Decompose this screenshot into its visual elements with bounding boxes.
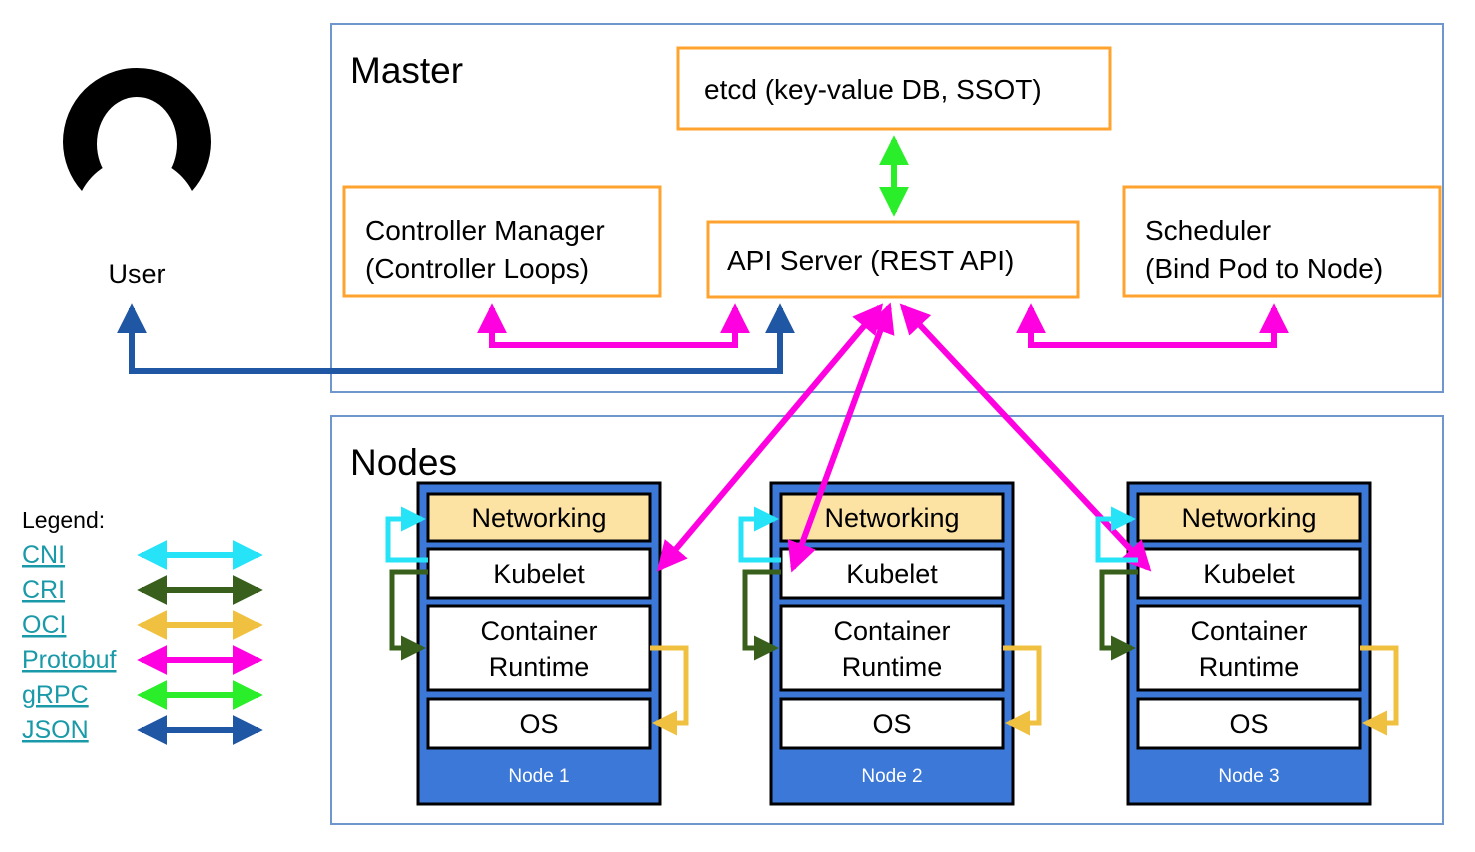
node-3-networking-label: Networking [1181, 503, 1316, 533]
legend-item-cni-label[interactable]: CNI [22, 541, 65, 569]
controller-manager-label-line2: (Controller Loops) [365, 253, 589, 284]
connector-protobuf-apiserver-node-3-kubelet [899, 303, 1152, 572]
scheduler-label-line2: (Bind Pod to Node) [1145, 253, 1383, 284]
controller-manager-box[interactable] [342, 185, 662, 298]
node-2-container-runtime-label-line2: Runtime [842, 652, 943, 682]
connector-oci-node-3 [1360, 645, 1399, 736]
node-3-container-runtime-label-line2: Runtime [1199, 652, 1300, 682]
node-1-kubelet-label: Kubelet [493, 559, 585, 589]
user-avatar-icon [63, 68, 211, 191]
node-3-os-box[interactable] [1136, 697, 1362, 750]
node-3-os-label: OS [1229, 709, 1268, 739]
node-1-container-runtime-label-line2: Runtime [489, 652, 590, 682]
node-3-container-runtime-box[interactable] [1136, 604, 1362, 692]
connector-oci-node-1 [650, 645, 689, 736]
legend-title: Legend: [22, 507, 105, 533]
legend-item-protobuf-label[interactable]: Protobuf [22, 646, 117, 674]
connector-cni-node-3 [1095, 506, 1138, 563]
node-1-container-runtime-label-line1: Container [480, 616, 597, 646]
controller-manager-label-line1: Controller Manager [365, 215, 605, 246]
node-1-name-label: Node 1 [508, 766, 569, 787]
node-1-networking-box[interactable] [426, 492, 652, 543]
legend-item-json-label[interactable]: JSON [22, 716, 89, 744]
legend-item-grpc-label[interactable]: gRPC [22, 681, 89, 709]
legend-item-cri-label[interactable]: CRI [22, 576, 65, 604]
scheduler-label-line1: Scheduler [1145, 215, 1271, 246]
node-1-os-label: OS [519, 709, 558, 739]
nodes-group-title: Nodes [350, 442, 457, 483]
node-1[interactable]: Networking Kubelet Container Runtime OS … [416, 481, 662, 806]
node-3-name-label: Node 3 [1218, 766, 1279, 787]
node-2-os-box[interactable] [779, 697, 1005, 750]
connector-protobuf-controllermanager-apiserver [477, 303, 750, 348]
node-2-name-label: Node 2 [861, 766, 922, 787]
etcd-label: etcd (key-value DB, SSOT) [704, 74, 1042, 105]
user-label: User [108, 259, 165, 289]
connector-cni-node-1 [385, 506, 428, 563]
node-2-os-label: OS [872, 709, 911, 739]
connector-protobuf-apiserver-node-2-kubelet [787, 302, 895, 573]
node-2-networking-label: Networking [824, 503, 959, 533]
node-3-container-runtime-label-line1: Container [1190, 616, 1307, 646]
node-1-os-box[interactable] [426, 697, 652, 750]
connector-protobuf-apiserver-scheduler [1016, 303, 1289, 348]
node-2-container-runtime-label-line1: Container [833, 616, 950, 646]
api-server-box[interactable] [706, 220, 1080, 299]
node-2-kubelet-label: Kubelet [846, 559, 938, 589]
connector-json-user-apiserver [117, 303, 795, 374]
connector-cni-node-2 [738, 506, 781, 563]
legend-item-oci-label[interactable]: OCI [22, 611, 66, 639]
node-1-kubelet-box[interactable] [426, 547, 652, 600]
master-group-title: Master [350, 50, 463, 91]
api-server-label: API Server (REST API) [727, 245, 1014, 276]
etcd-box[interactable] [676, 46, 1112, 131]
node-3[interactable]: Networking Kubelet Container Runtime OS … [1126, 481, 1372, 806]
connector-cri-node-3 [1099, 569, 1138, 661]
node-3-kubelet-label: Kubelet [1203, 559, 1295, 589]
scheduler-box[interactable] [1122, 185, 1442, 298]
connector-cri-node-1 [389, 569, 428, 661]
connector-oci-node-2 [1003, 645, 1042, 736]
connector-cri-node-2 [742, 569, 781, 661]
node-1-networking-label: Networking [471, 503, 606, 533]
